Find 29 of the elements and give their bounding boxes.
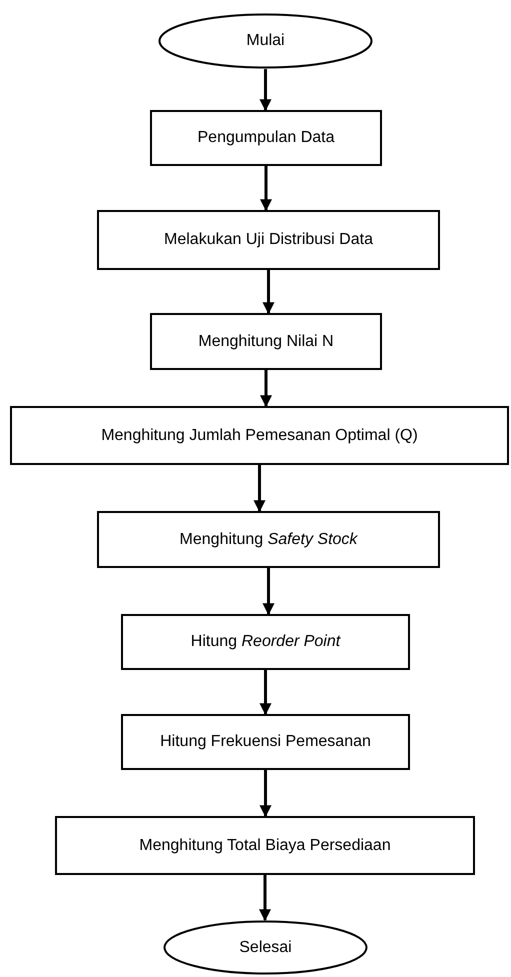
arrow <box>262 270 274 314</box>
process-label: Hitung Frekuensi Pemesanan <box>160 732 371 752</box>
process-label: Menghitung Nilai N <box>198 332 334 352</box>
terminal-ellipse <box>163 920 368 975</box>
process-box <box>97 511 440 568</box>
terminal-ellipse <box>158 13 373 69</box>
arrow <box>260 166 272 212</box>
process-label: Menghitung Safety Stock <box>180 530 358 550</box>
process-box <box>97 210 440 270</box>
arrow <box>260 770 272 818</box>
process-label: Hitung Reorder Point <box>190 632 340 652</box>
process-box <box>150 313 382 370</box>
process-box <box>121 714 410 770</box>
arrow <box>260 69 272 112</box>
arrow <box>259 875 271 922</box>
process-label: Pengumpulan Data <box>198 128 334 148</box>
arrow <box>254 465 266 512</box>
process-box <box>55 816 475 875</box>
terminal-label: Mulai <box>246 31 285 51</box>
arrow <box>262 568 274 616</box>
process-box <box>121 614 410 670</box>
arrow <box>260 370 272 408</box>
process-label: Melakukan Uji Distribusi Data <box>164 230 373 250</box>
arrow <box>260 670 272 716</box>
terminal-label: Selesai <box>239 938 292 958</box>
process-box <box>150 110 382 166</box>
process-box <box>10 406 509 465</box>
process-label: Menghitung Total Biaya Persediaan <box>139 836 391 856</box>
process-label: Menghitung Jumlah Pemesanan Optimal (Q) <box>101 426 418 446</box>
